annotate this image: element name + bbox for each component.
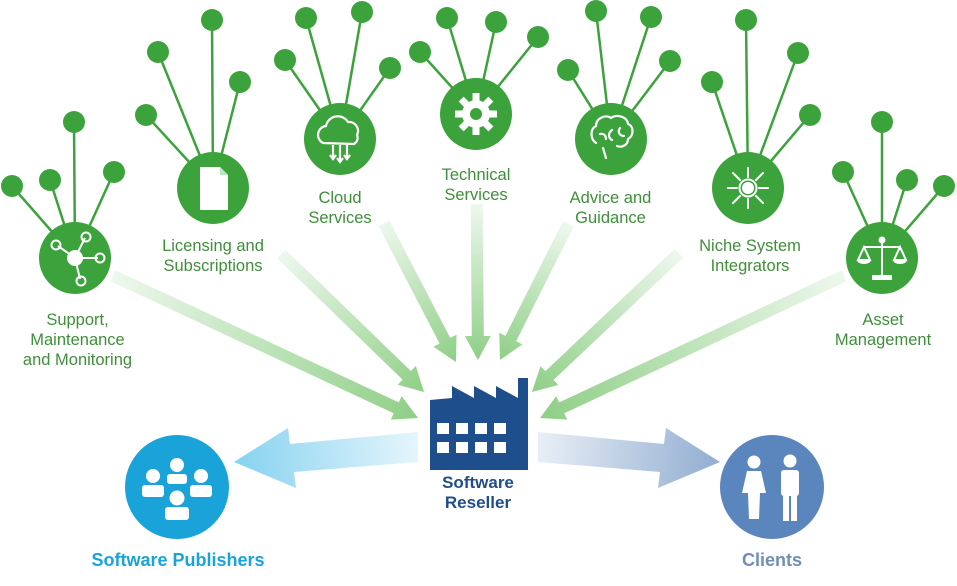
label-support-line3: and Monitoring	[22, 351, 133, 369]
arrow-niche	[532, 248, 684, 392]
spoke-dot-licensing	[147, 41, 169, 63]
support-node	[39, 222, 111, 294]
label-licensing-line1: Licensing and	[162, 237, 264, 255]
label-technical-line1: Technical	[441, 166, 511, 184]
label-reseller-line2: Reseller	[444, 493, 512, 512]
burst-icon	[727, 167, 769, 209]
label-niche-line1: Niche System	[699, 237, 801, 255]
spoke-dot-asset	[896, 169, 918, 191]
spoke-dot-cloud	[274, 49, 296, 71]
label-support-line1: Support,	[46, 311, 109, 329]
spoke-dot-support	[39, 169, 61, 191]
label-support-line2: Maintenance	[30, 331, 125, 349]
spoke-dot-support	[103, 161, 125, 183]
label-cloud-line2: Services	[308, 209, 372, 227]
network-icon	[50, 231, 106, 287]
label-asset-line2: Management	[834, 331, 932, 349]
spoke-dot-technical	[527, 26, 549, 48]
spoke-dot-cloud	[295, 7, 317, 29]
cloud-node	[304, 103, 376, 175]
label-clients: Clients	[741, 550, 802, 570]
label-niche: Niche System Integrators	[685, 236, 815, 276]
spoke-dot-niche	[701, 71, 723, 93]
arrow-cloud	[378, 220, 457, 362]
label-advice: Advice and Guidance	[548, 188, 673, 228]
people-group-icon	[142, 458, 212, 520]
document-icon	[200, 167, 228, 210]
spoke-dot-advice	[640, 6, 662, 28]
arrow-support	[110, 270, 418, 420]
label-technical: Technical Services	[420, 165, 532, 205]
cloud-icon	[316, 115, 360, 164]
spoke-dot-niche	[799, 104, 821, 126]
arrow-to-clients	[538, 428, 720, 488]
clients-node	[720, 435, 824, 539]
label-reseller: Software Reseller	[418, 473, 538, 513]
brain-icon	[590, 114, 634, 160]
technical-node	[440, 78, 512, 150]
scales-icon	[856, 236, 908, 280]
label-advice-line1: Advice and	[569, 189, 652, 207]
spoke-dot-support	[1, 175, 23, 197]
label-licensing-line2: Subscriptions	[163, 257, 263, 275]
spoke-dot-asset	[832, 161, 854, 183]
gear-icon	[455, 93, 497, 135]
spoke-dot-niche	[735, 9, 757, 31]
spoke-dot-licensing	[135, 104, 157, 126]
label-asset: Asset Management	[822, 310, 944, 350]
label-technical-line2: Services	[444, 186, 508, 204]
spoke-dot-technical	[485, 11, 507, 33]
label-support: Support, Maintenance and Monitoring	[10, 310, 145, 370]
service-arrows	[110, 203, 847, 420]
label-cloud-line1: Cloud	[318, 189, 362, 207]
man-woman-icon	[742, 454, 799, 521]
spoke-dot-advice	[557, 59, 579, 81]
spoke-dot-asset	[871, 111, 893, 133]
licensing-node	[177, 152, 249, 224]
label-advice-line2: Guidance	[575, 209, 646, 227]
spoke-dot-advice	[659, 50, 681, 72]
spoke-dot-cloud	[379, 57, 401, 79]
advice-node	[575, 103, 647, 175]
spoke-dot-asset	[933, 175, 955, 197]
arrow-licensing	[277, 249, 424, 392]
label-licensing: Licensing and Subscriptions	[148, 236, 278, 276]
spoke-dot-niche	[787, 42, 809, 64]
spoke-dot-technical	[409, 41, 431, 63]
arrow-to-publishers	[234, 428, 418, 488]
spoke-dot-technical	[436, 7, 458, 29]
spoke-dot-support	[63, 111, 85, 133]
spoke-dot-licensing	[229, 71, 251, 93]
niche-node	[712, 152, 784, 224]
spoke-dot-cloud	[351, 1, 373, 23]
spoke-dot-licensing	[201, 9, 223, 31]
arrow-technical	[464, 203, 491, 360]
label-cloud: Cloud Services	[290, 188, 390, 228]
arrow-advice	[499, 221, 574, 360]
label-reseller-line1: Software	[442, 473, 514, 492]
service-nodes	[39, 78, 918, 294]
spoke-dot-advice	[585, 0, 607, 22]
publishers-node	[125, 435, 229, 539]
asset-node	[846, 222, 918, 294]
arrow-asset	[540, 270, 847, 420]
label-asset-line1: Asset	[862, 311, 904, 329]
factory-icon	[430, 378, 528, 470]
label-publishers: Software Publishers	[91, 550, 265, 570]
label-niche-line2: Integrators	[710, 257, 790, 275]
